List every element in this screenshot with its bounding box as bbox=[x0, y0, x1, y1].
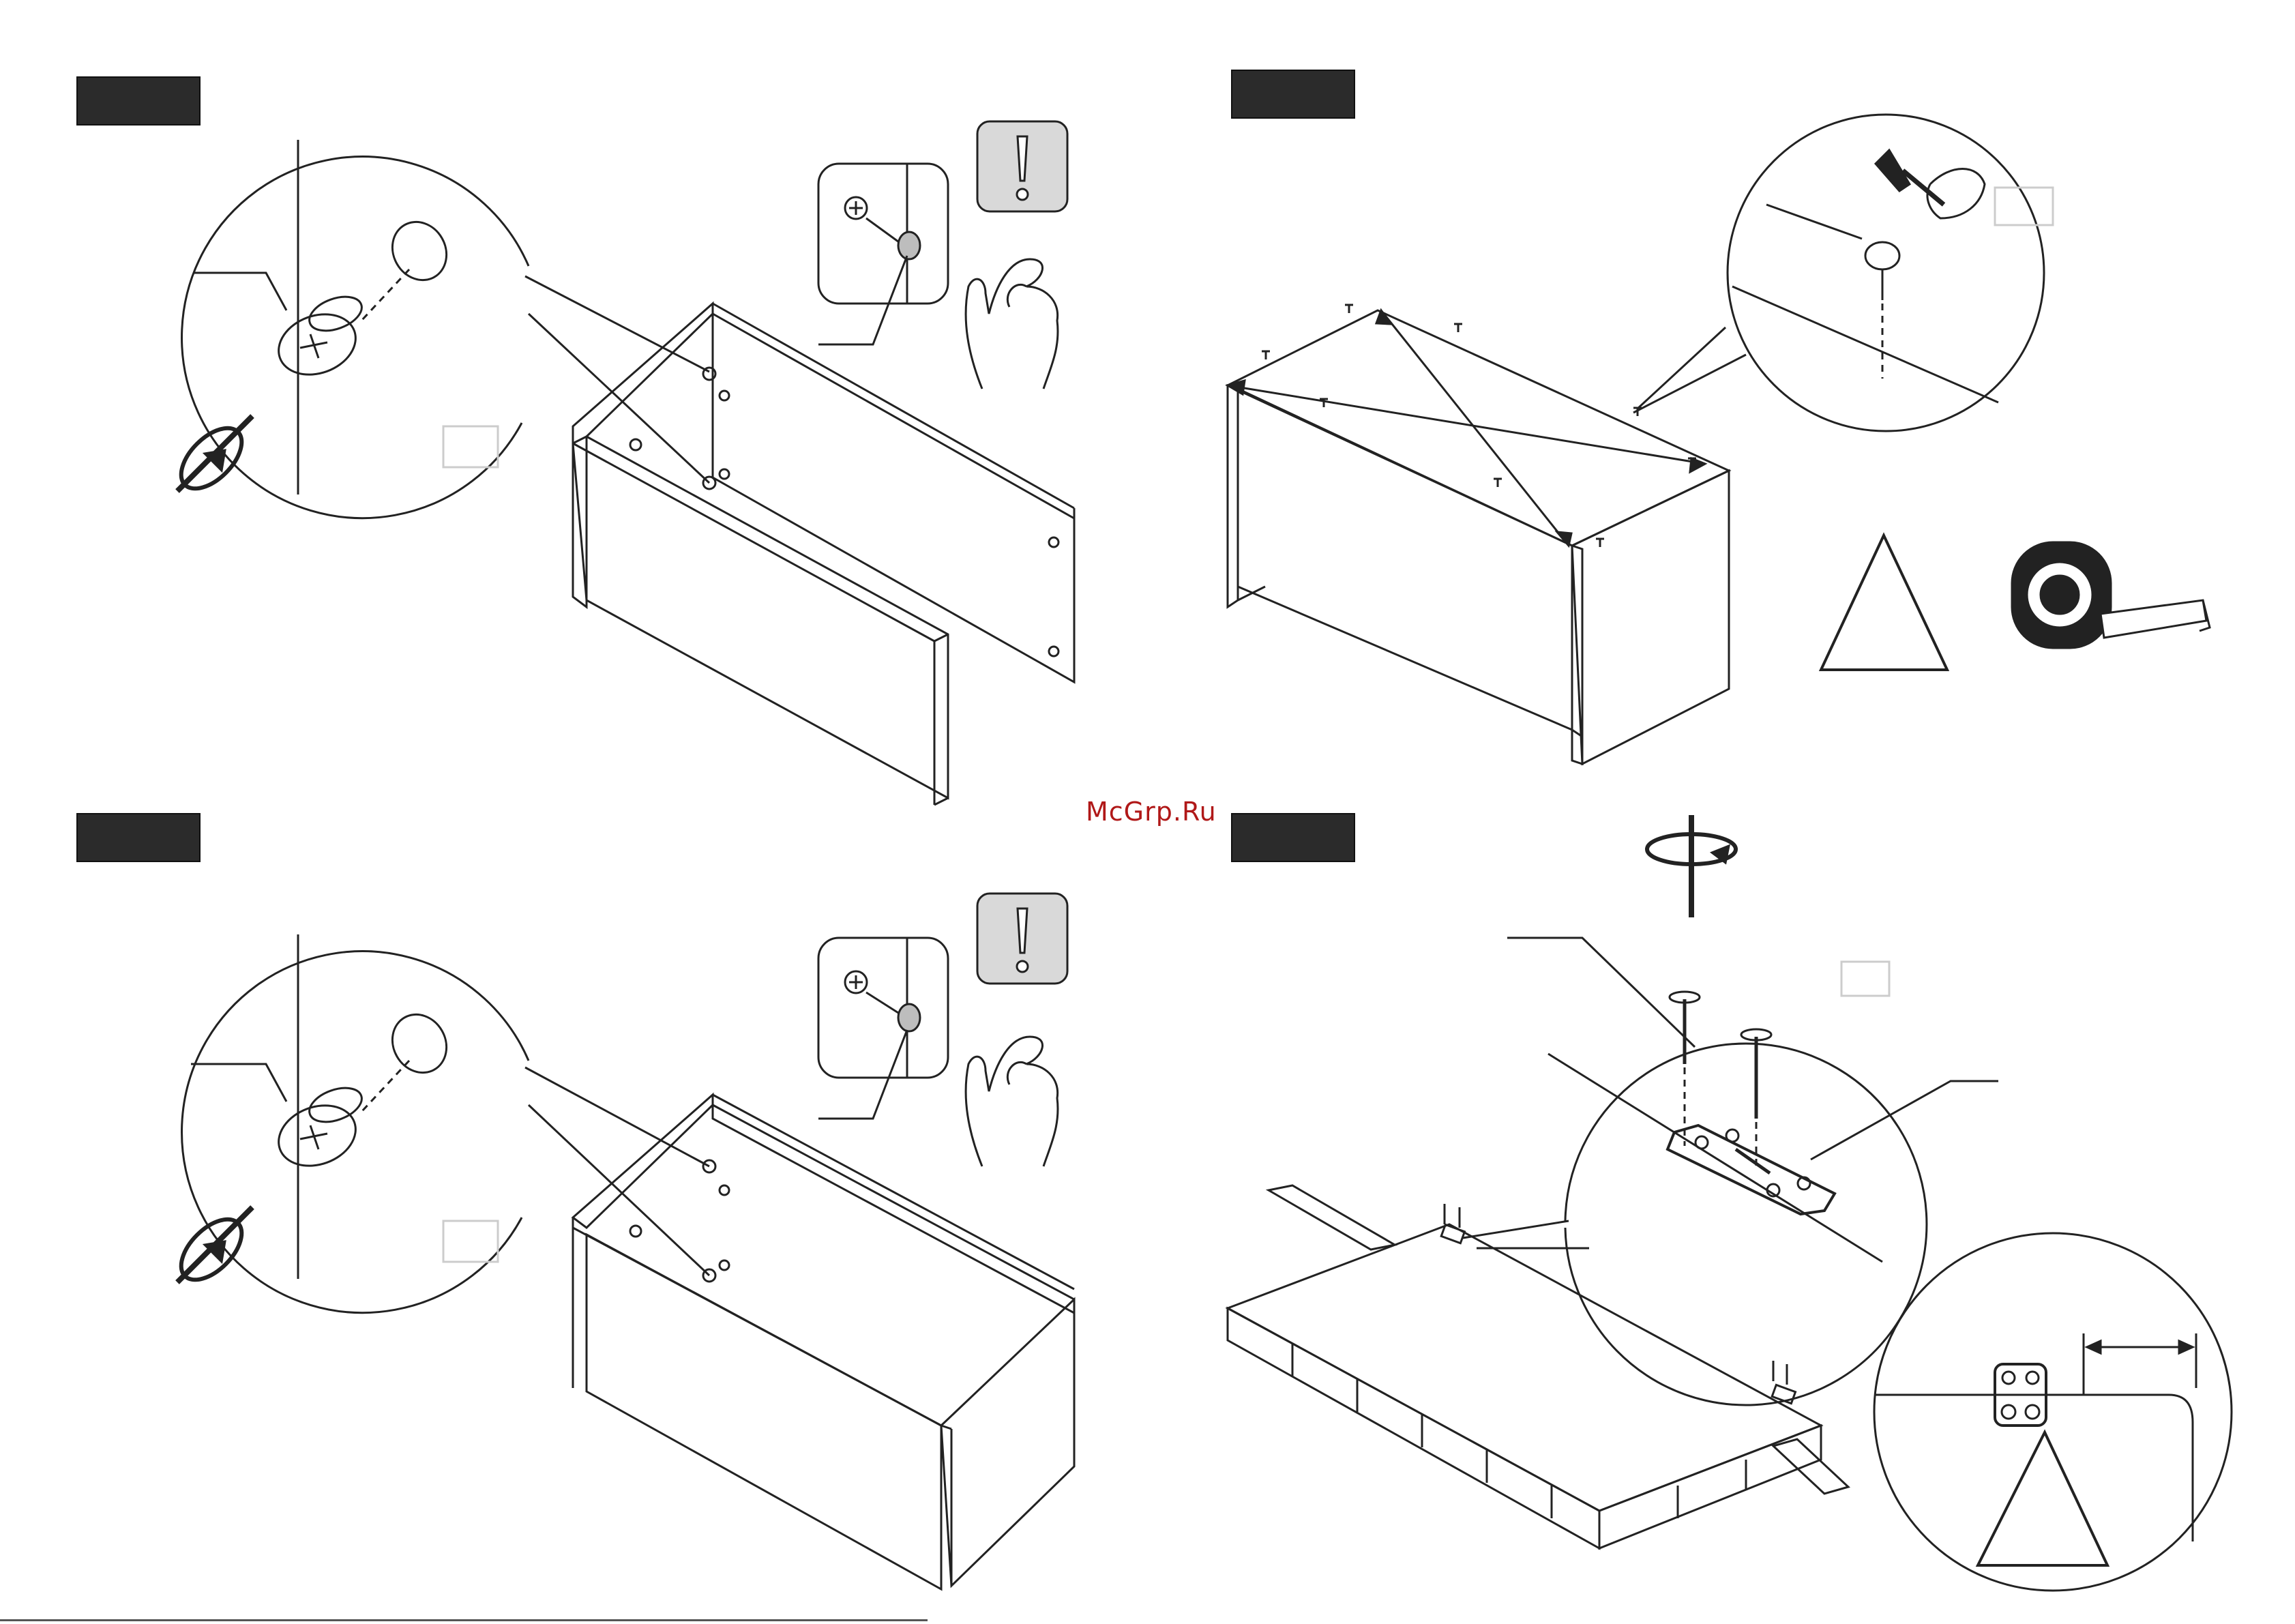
screwdriver-icon bbox=[171, 416, 252, 499]
drawer-box bbox=[573, 1095, 1074, 1589]
step-1-illustration bbox=[171, 121, 1074, 805]
cabinet-box bbox=[1228, 305, 1729, 764]
warning-triangle-icon bbox=[1821, 535, 1947, 670]
hinge-icon bbox=[1668, 1125, 1835, 1214]
side-panel bbox=[573, 304, 1074, 682]
step-3-illustration bbox=[171, 894, 1074, 1589]
hinge-gap-detail-circle bbox=[1874, 1233, 2232, 1591]
exclamation-icon-2 bbox=[977, 894, 1067, 984]
exclamation-icon bbox=[977, 121, 1067, 211]
page-bottom-rule bbox=[0, 1619, 928, 1621]
step-badge-2 bbox=[1231, 70, 1355, 119]
step-4-illustration bbox=[1228, 815, 2232, 1591]
warning-inset bbox=[818, 164, 948, 344]
warning-inset-2 bbox=[818, 938, 948, 1119]
screwdriver-icon-3 bbox=[1647, 815, 1736, 917]
drawer-front-board bbox=[1228, 1185, 1848, 1548]
tape-measure-icon bbox=[2012, 542, 2210, 648]
screwdriver-icon-2 bbox=[171, 1207, 252, 1290]
step-badge-4 bbox=[1231, 813, 1355, 862]
step-badge-3 bbox=[76, 813, 201, 862]
hinge-detail-circle bbox=[1507, 938, 1998, 1405]
front-panel bbox=[573, 437, 948, 805]
watermark: McGrp.Ru bbox=[1086, 797, 1217, 827]
warning-triangle-icon-2 bbox=[1978, 1432, 2107, 1565]
step-2-illustration bbox=[1228, 115, 2210, 764]
step-badge-1 bbox=[76, 76, 201, 126]
hammer-icon bbox=[1876, 150, 1985, 218]
hand-icon bbox=[966, 259, 1058, 389]
hand-icon-2 bbox=[966, 1037, 1058, 1166]
